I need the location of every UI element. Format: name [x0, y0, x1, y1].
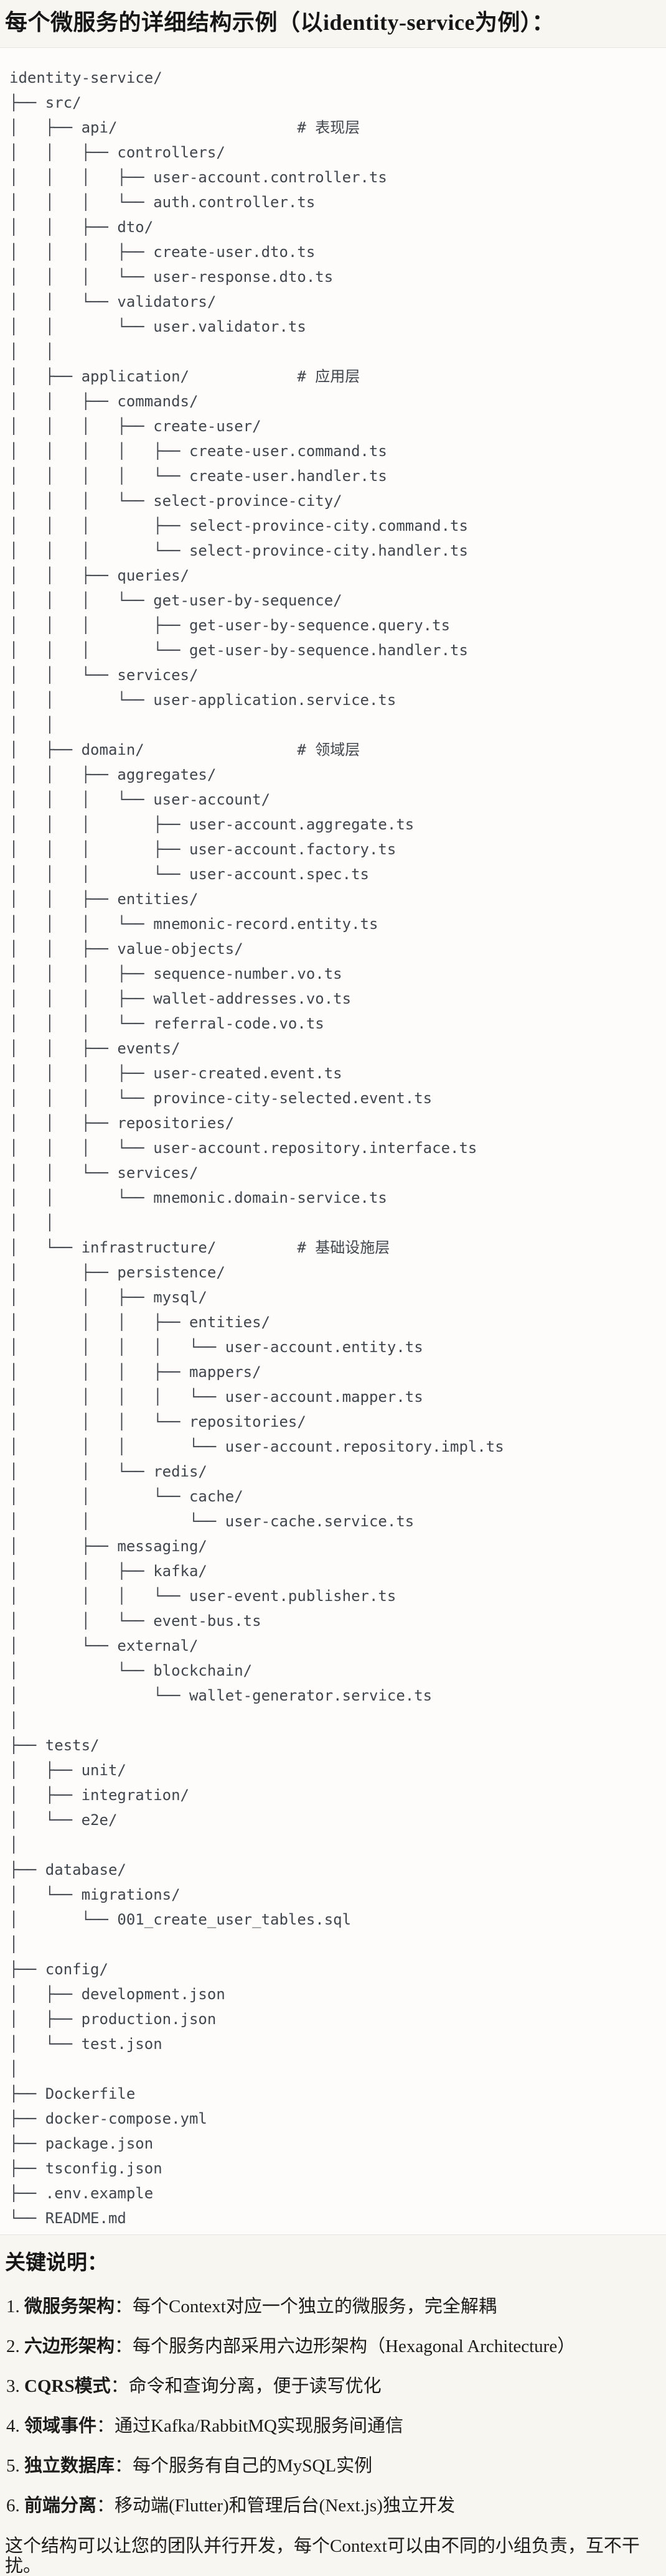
note-item: 6. 前端分离：移动端(Flutter)和管理后台(Next.js)独立开发	[6, 2496, 660, 2516]
note-description: 移动端(Flutter)和管理后台(Next.js)独立开发	[115, 2496, 455, 2516]
notes-heading: 关键说明：	[5, 2252, 108, 2274]
note-separator: ：	[115, 2336, 133, 2356]
note-separator: ：	[115, 2297, 133, 2317]
notes-section: 关键说明： 1. 微服务架构：每个Context对应一个独立的微服务，完全解耦 …	[0, 2235, 666, 2576]
file-tree: identity-service/ ├── src/ │ ├── api/ # …	[9, 69, 504, 2227]
note-item: 5. 独立数据库：每个服务有自己的MySQL实例	[6, 2457, 660, 2476]
note-term: 微服务架构	[24, 2297, 115, 2317]
note-term: 六边形架构	[24, 2336, 115, 2356]
note-term: 独立数据库	[24, 2456, 115, 2476]
note-separator: ：	[96, 2416, 115, 2436]
note-term: 领域事件	[24, 2416, 97, 2436]
note-number: 1.	[6, 2297, 20, 2317]
note-description: 每个Context对应一个独立的微服务，完全解耦	[133, 2297, 497, 2317]
note-description: 命令和查询分离，便于读写优化	[128, 2376, 382, 2396]
note-description: 通过Kafka/RabbitMQ实现服务间通信	[115, 2416, 403, 2436]
note-item: 3. CQRS模式：命令和查询分离，便于读写优化	[6, 2377, 660, 2396]
note-separator: ：	[110, 2376, 129, 2396]
note-number: 4.	[6, 2416, 20, 2436]
note-description: 每个服务有自己的MySQL实例	[133, 2456, 373, 2476]
closing-paragraph: 这个结构可以让您的团队并行开发，每个Context可以由不同的小组负责，互不干扰…	[5, 2536, 640, 2576]
note-item: 4. 领域事件：通过Kafka/RabbitMQ实现服务间通信	[6, 2417, 660, 2436]
note-item: 2. 六边形架构：每个服务内部采用六边形架构（Hexagonal Archite…	[6, 2337, 660, 2356]
note-number: 2.	[6, 2336, 20, 2356]
note-term: CQRS模式	[24, 2376, 111, 2396]
file-tree-code-block: identity-service/ ├── src/ │ ├── api/ # …	[0, 47, 666, 2235]
note-item: 1. 微服务架构：每个Context对应一个独立的微服务，完全解耦	[6, 2297, 660, 2317]
note-separator: ：	[96, 2496, 115, 2516]
page-title: 每个微服务的详细结构示例（以identity-service为例）：	[5, 10, 555, 35]
note-number: 5.	[6, 2456, 20, 2476]
note-description: 每个服务内部采用六边形架构（Hexagonal Architecture）	[133, 2336, 576, 2356]
note-term: 前端分离	[24, 2496, 97, 2516]
note-number: 3.	[6, 2376, 20, 2396]
note-separator: ：	[115, 2456, 133, 2476]
note-number: 6.	[6, 2496, 20, 2516]
